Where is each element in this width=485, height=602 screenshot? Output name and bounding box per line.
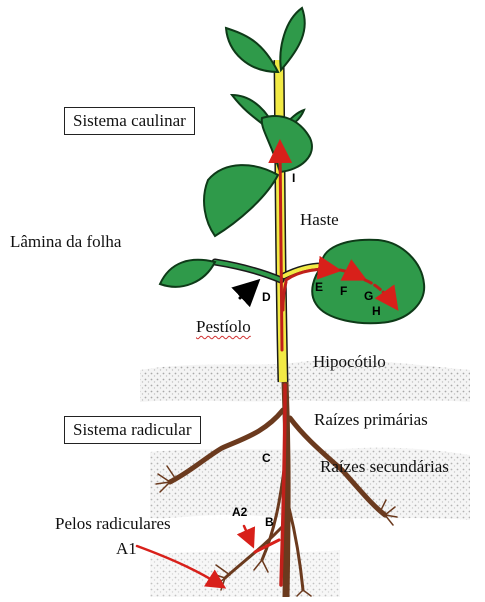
point-b: B <box>265 515 274 529</box>
point-h: H <box>372 304 381 318</box>
point-f: F <box>340 284 348 298</box>
hipocotilo-label: Hipocótilo <box>313 352 386 371</box>
sistema-caulinar-label: Sistema caulinar <box>64 107 195 135</box>
pestiolo-label: Pestíolo <box>196 317 251 336</box>
annotation-arrows <box>135 278 281 589</box>
a1-label: A1 <box>116 539 137 558</box>
point-i: I <box>292 171 296 185</box>
pelos-radiculares-label: Pelos radiculares <box>55 514 171 533</box>
sistema-radicular-label: Sistema radicular <box>64 416 201 444</box>
haste-label: Haste <box>300 210 339 229</box>
point-c: C <box>262 451 271 465</box>
raizes-secundarias-label: Raízes secundárias <box>320 457 449 476</box>
flow-path <box>268 139 399 587</box>
point-g: G <box>364 289 374 303</box>
soil <box>140 360 470 597</box>
lamina-da-folha-label: Lâmina da folha <box>10 232 122 251</box>
raizes-primarias-label: Raízes primárias <box>314 410 428 429</box>
point-a2: A2 <box>232 505 248 519</box>
point-d: D <box>262 290 271 304</box>
point-e: E <box>315 280 324 294</box>
